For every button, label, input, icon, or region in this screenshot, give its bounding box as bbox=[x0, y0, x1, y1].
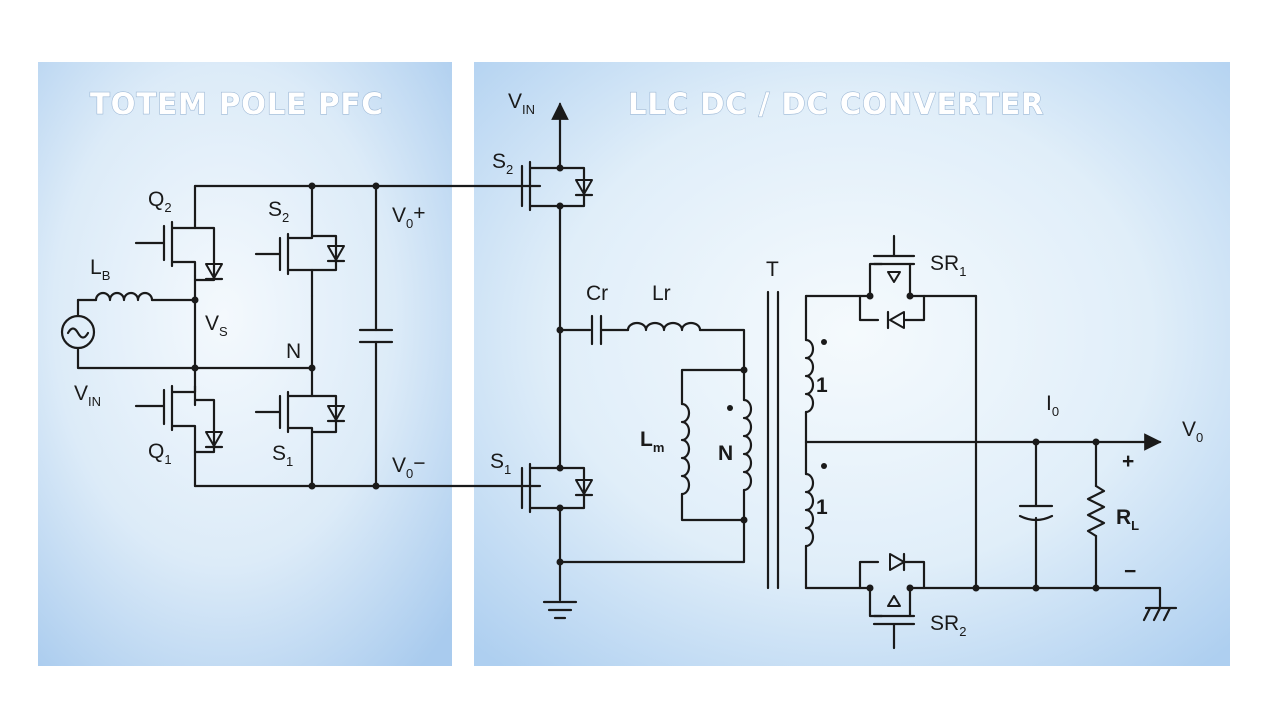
llc-circuit bbox=[520, 102, 1178, 650]
llc-panel bbox=[474, 62, 1230, 666]
q1-mosfet bbox=[134, 384, 224, 457]
pfc-panel bbox=[38, 62, 452, 666]
vo-minus-label: V0− bbox=[392, 452, 426, 481]
s2-llc-label: S2 bbox=[492, 150, 513, 177]
lr-label: Lr bbox=[652, 282, 671, 305]
vin-pfc-label: VIN bbox=[74, 382, 101, 409]
sr2-mosfet bbox=[804, 552, 978, 650]
s1-pfc-mosfet bbox=[254, 390, 346, 488]
output-ground-symbol bbox=[1142, 586, 1178, 622]
io-label: I0 bbox=[1046, 392, 1059, 419]
transformer-core bbox=[766, 290, 780, 590]
vin-llc-label: VIN bbox=[508, 90, 535, 117]
q1-label: Q1 bbox=[148, 440, 172, 467]
lm-label: Lm bbox=[640, 428, 664, 455]
n-node-label: N bbox=[286, 340, 301, 363]
s2-pfc-label: S2 bbox=[268, 198, 289, 225]
secondary-winding-top bbox=[804, 338, 815, 414]
turns-bottom-label: 1 bbox=[816, 496, 828, 519]
vo-out-label: V0 bbox=[1182, 418, 1203, 445]
vs-label: VS bbox=[205, 312, 228, 339]
t-label: T bbox=[766, 258, 779, 281]
sr2-label: SR2 bbox=[930, 612, 966, 639]
s1-llc-label: S1 bbox=[490, 450, 511, 477]
turns-top-label: 1 bbox=[816, 374, 828, 397]
cr-label: Cr bbox=[586, 282, 608, 305]
pfc-panel-title: TOTEM POLE PFC bbox=[90, 87, 384, 121]
s2-pfc-mosfet bbox=[254, 214, 346, 298]
ground-symbol bbox=[542, 600, 578, 620]
llc-panel-title: LLC DC / DC CONVERTER bbox=[628, 87, 1044, 121]
vo-plus-label: V0+ bbox=[392, 202, 426, 231]
sr1-label: SR1 bbox=[930, 252, 966, 279]
rl-resistor bbox=[1086, 484, 1106, 538]
q2-mosfet bbox=[134, 218, 224, 282]
s2-llc-mosfet bbox=[520, 160, 594, 332]
plus-label: + bbox=[1122, 450, 1134, 473]
s1-llc-mosfet bbox=[520, 462, 594, 602]
lb-inductor bbox=[94, 291, 154, 302]
q2-label: Q2 bbox=[148, 188, 172, 215]
lm-inductor bbox=[680, 402, 691, 496]
lb-label: LB bbox=[90, 256, 110, 283]
sr1-mosfet bbox=[804, 234, 978, 330]
minus-label: − bbox=[1124, 560, 1136, 583]
rl-label: RL bbox=[1116, 506, 1139, 533]
n-turns-label: N bbox=[718, 442, 733, 465]
secondary-winding-bottom bbox=[804, 472, 815, 548]
pfc-circuit bbox=[60, 182, 542, 490]
lr-inductor bbox=[626, 321, 702, 332]
s1-pfc-label: S1 bbox=[272, 442, 293, 469]
primary-winding bbox=[742, 398, 753, 492]
